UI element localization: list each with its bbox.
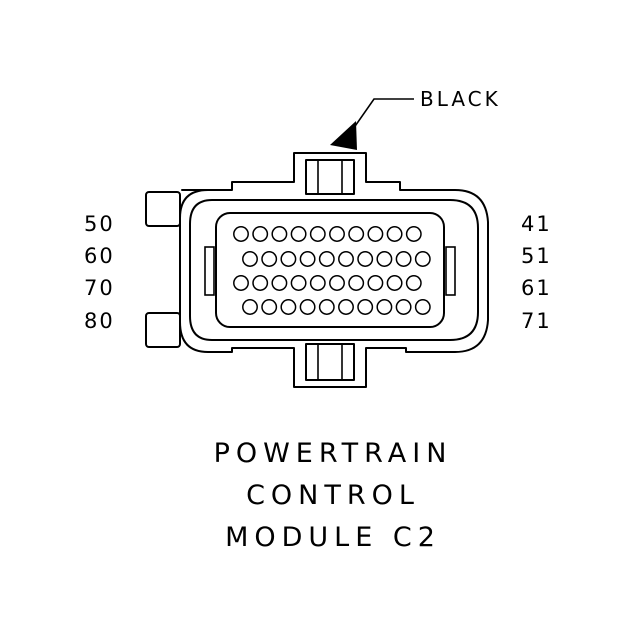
- pin-cavity: [299, 251, 316, 267]
- pin-cavity: [376, 251, 393, 267]
- pin-cavity: [233, 275, 249, 291]
- top-key: [305, 159, 355, 195]
- pin-cavity: [233, 226, 249, 242]
- left-polarize-slot: [204, 246, 215, 296]
- left-pin-labels: 50 60 70 80: [84, 212, 115, 333]
- left-latch-bottom: [145, 312, 181, 348]
- pin-cavity: [309, 226, 326, 242]
- pin-cavity: [309, 275, 326, 291]
- pin-cavity: [405, 275, 422, 291]
- pin-cavity: [252, 226, 269, 242]
- pin-cavity: [318, 251, 335, 267]
- pin-cavity: [242, 299, 258, 315]
- connector-housing: [145, 152, 489, 388]
- pin-cavity: [414, 299, 431, 315]
- wire-color-callout: BLACK: [330, 87, 501, 150]
- housing-outline: [179, 152, 489, 388]
- pin-cavity: [395, 251, 412, 267]
- left-latch-top: [145, 191, 181, 227]
- pin-face: [215, 212, 445, 328]
- pin-cavity: [280, 251, 297, 267]
- pin-cavity: [290, 226, 307, 242]
- pin-cavity: [242, 251, 258, 267]
- title-line-2: CONTROL: [246, 480, 420, 511]
- pin-cavity: [261, 251, 278, 267]
- pin-cavity: [414, 251, 431, 267]
- pin-cavity: [357, 251, 374, 267]
- title-line-1: POWERTRAIN: [214, 438, 453, 469]
- pin-cavity: [367, 275, 384, 291]
- inner-frame: [189, 199, 479, 341]
- pin-cavity: [290, 275, 307, 291]
- pin-cavity: [386, 226, 403, 242]
- pin-cavity: [348, 275, 365, 291]
- left-pin-label: 60: [84, 244, 115, 268]
- pin-cavity: [338, 299, 354, 315]
- pin-cavities: [233, 226, 431, 315]
- pin-cavity: [338, 251, 354, 267]
- right-polarize-slot: [445, 246, 456, 296]
- pin-cavity: [367, 226, 384, 242]
- pin-cavity: [348, 226, 365, 242]
- connector-title: POWERTRAIN CONTROL MODULE C2: [214, 438, 453, 553]
- pin-cavity: [386, 275, 403, 291]
- pin-cavity: [376, 299, 393, 315]
- right-pin-labels: 41 51 61 71: [521, 212, 552, 333]
- pin-cavity: [329, 275, 345, 291]
- bottom-key: [305, 343, 355, 381]
- right-pin-label: 51: [521, 244, 552, 268]
- pin-cavity: [271, 275, 288, 291]
- pin-cavity: [357, 299, 374, 315]
- pin-cavity: [261, 299, 278, 315]
- left-pin-label: 50: [84, 212, 115, 236]
- pin-cavity: [318, 299, 335, 315]
- pin-cavity: [271, 226, 288, 242]
- left-pin-label: 80: [84, 309, 115, 333]
- title-line-3: MODULE C2: [225, 522, 441, 553]
- pin-cavity: [280, 299, 297, 315]
- right-pin-label: 61: [521, 276, 552, 300]
- right-pin-label: 71: [521, 309, 552, 333]
- right-pin-label: 41: [521, 212, 552, 236]
- pin-cavity: [395, 299, 412, 315]
- pin-cavity: [252, 275, 269, 291]
- wire-color-label: BLACK: [420, 87, 501, 111]
- pin-cavity: [405, 226, 422, 242]
- left-pin-label: 70: [84, 276, 115, 300]
- pin-cavity: [329, 226, 345, 242]
- pin-cavity: [299, 299, 316, 315]
- callout-arrowhead: [330, 121, 357, 150]
